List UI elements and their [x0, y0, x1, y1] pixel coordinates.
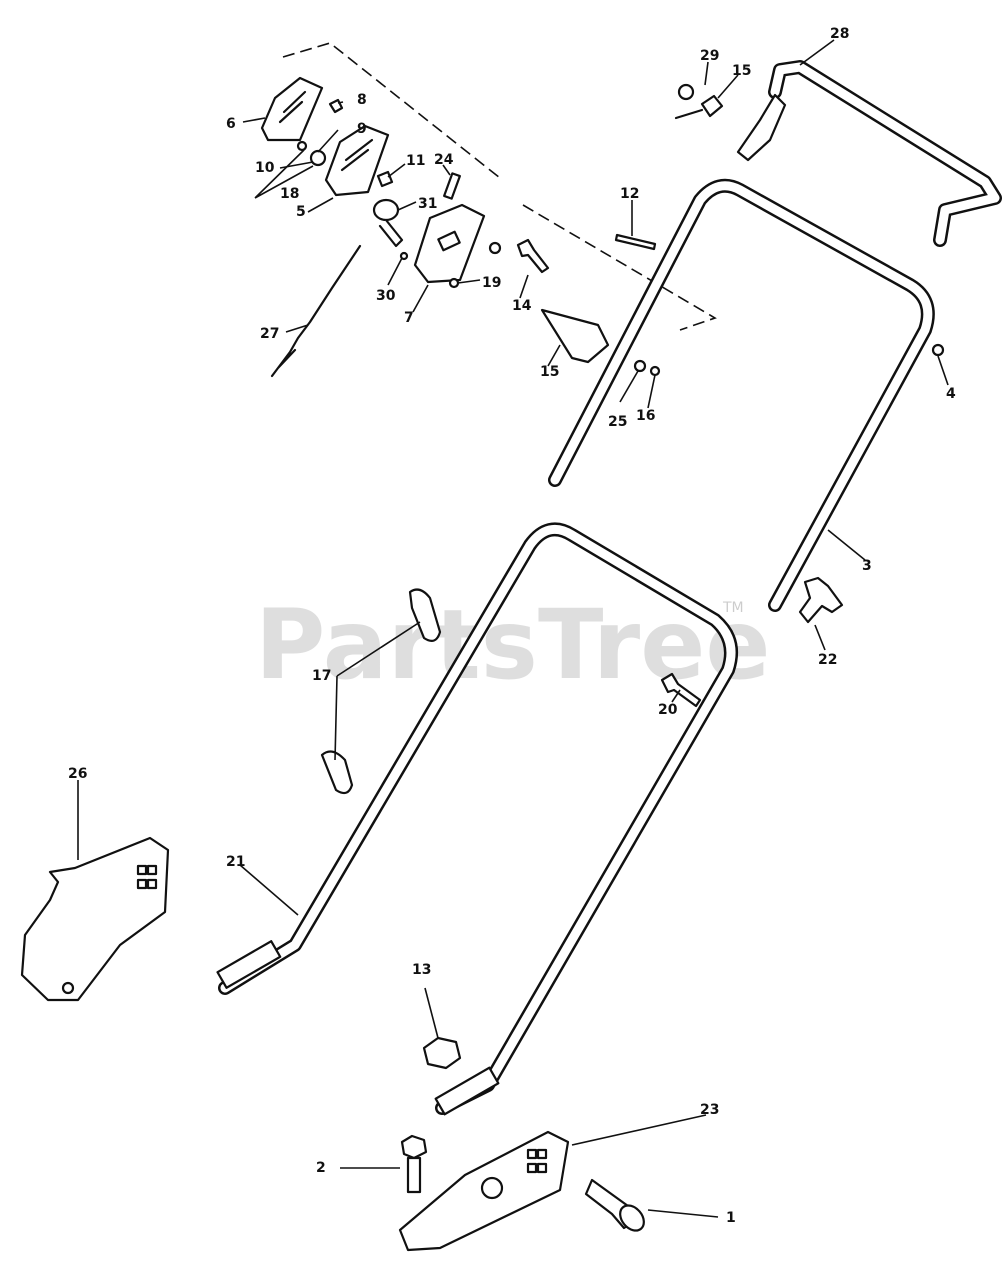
bolt-14 [516, 238, 550, 274]
callout-9: 9 [357, 121, 367, 137]
callout-15-bracket: 15 [540, 364, 559, 380]
callout-19: 19 [482, 275, 501, 291]
callout-11: 11 [406, 153, 425, 169]
callout-6: 6 [226, 116, 236, 132]
upper-handle-3 [548, 178, 935, 612]
callout-1: 1 [726, 1210, 736, 1226]
callout-28: 28 [830, 26, 849, 42]
bracket-26 [20, 836, 170, 1002]
nut-16 [649, 365, 661, 377]
callout-8: 8 [357, 92, 367, 108]
callout-26: 26 [68, 766, 87, 782]
callout-29: 29 [700, 48, 719, 64]
callout-4: 4 [946, 386, 956, 402]
callout-13: 13 [412, 962, 431, 978]
callout-10: 10 [255, 160, 275, 176]
bolt-2 [400, 1134, 428, 1194]
callout-24: 24 [434, 152, 454, 168]
callout-15-clip: 15 [732, 63, 751, 79]
callout-25: 25 [608, 414, 627, 430]
washer-4 [931, 343, 945, 357]
bracket-23 [398, 1130, 570, 1252]
cable-ties-17 [320, 588, 442, 795]
callout-17: 17 [312, 668, 331, 684]
callout-30: 30 [376, 288, 396, 304]
control-housing-6 [260, 76, 324, 142]
assembly-group-outline [282, 42, 717, 331]
washer-9 [296, 140, 308, 152]
callout-12: 12 [620, 186, 639, 202]
lower-handle-21 [216, 522, 738, 1116]
washer-19-b [448, 277, 460, 289]
spacer-24 [443, 172, 461, 200]
nut-13 [422, 1036, 462, 1070]
washer-25 [633, 359, 647, 373]
callout-3: 3 [862, 558, 872, 574]
watermark-trademark: TM [722, 600, 744, 616]
cable-bracket-15 [540, 308, 610, 364]
cable-27 [270, 244, 362, 378]
callout-7: 7 [404, 310, 414, 326]
wing-knob-22 [798, 576, 844, 624]
callout-14: 14 [512, 298, 532, 314]
callout-21: 21 [226, 854, 245, 870]
lever-31 [372, 198, 404, 248]
carriage-bolt-1 [584, 1178, 645, 1232]
screw-11 [376, 170, 394, 188]
callout-16: 16 [636, 408, 655, 424]
callout-20: 20 [658, 702, 678, 718]
callout-labels: 1 2 3 4 5 6 7 8 9 10 11 12 13 14 15 15 1… [68, 26, 956, 1226]
callout-18: 18 [280, 186, 299, 202]
callout-2: 2 [316, 1160, 326, 1176]
bail-handle-28 [736, 60, 1002, 247]
callout-31: 31 [418, 196, 437, 212]
callout-5: 5 [296, 204, 306, 220]
control-housing-7 [413, 203, 486, 284]
callout-27: 27 [260, 326, 279, 342]
bolt-20 [660, 672, 702, 708]
control-housing-5 [324, 124, 390, 197]
clip-30 [399, 251, 409, 261]
callout-22: 22 [818, 652, 837, 668]
washer-10 [309, 149, 327, 167]
callout-23: 23 [700, 1102, 719, 1118]
clip-18-top [674, 94, 724, 120]
leader-lines [77, 39, 949, 1218]
washer-19-a [488, 241, 502, 255]
nut-29 [677, 83, 695, 101]
pin-12 [614, 233, 657, 251]
